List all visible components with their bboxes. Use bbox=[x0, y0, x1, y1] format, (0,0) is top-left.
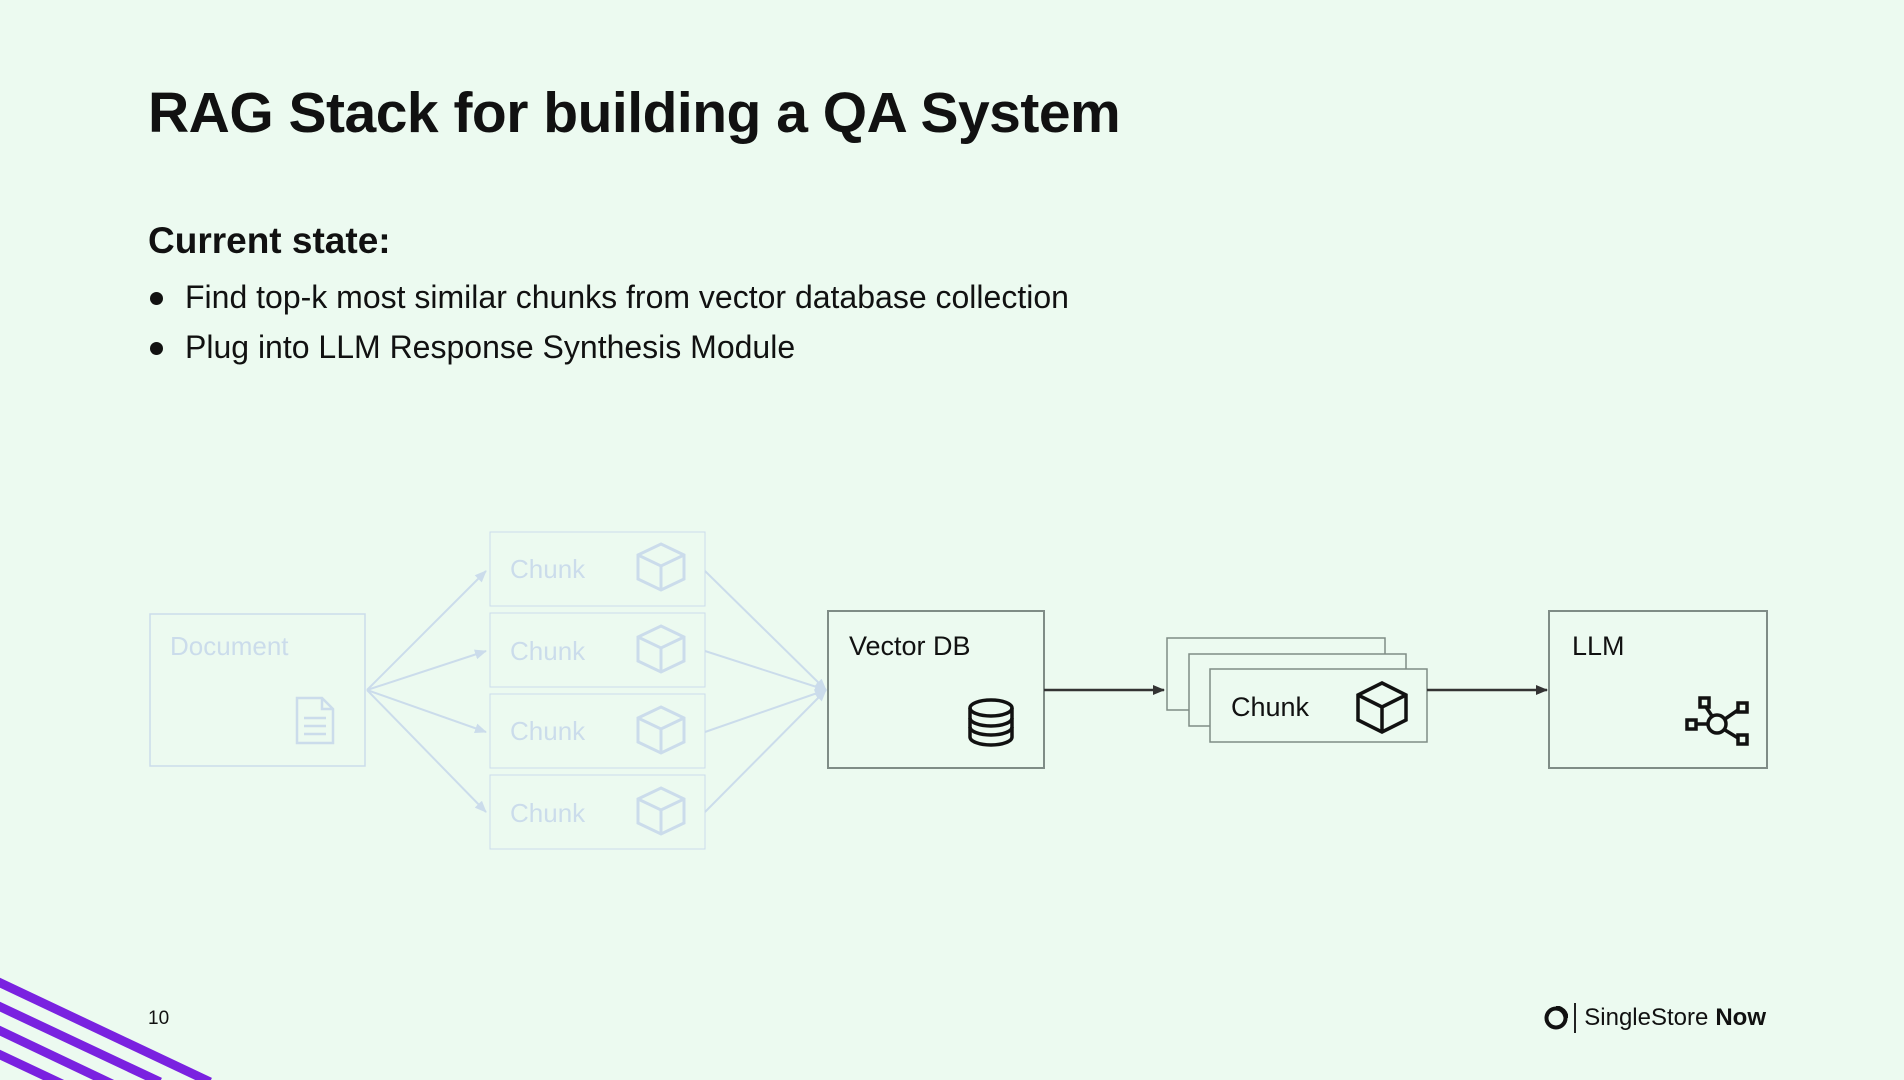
vector-db-node: Vector DB bbox=[827, 610, 1045, 769]
chunk-label: Chunk bbox=[510, 554, 586, 584]
chunk-label: Chunk bbox=[510, 798, 586, 828]
cube-icon bbox=[1356, 681, 1408, 734]
bullet-item: Find top-k most similar chunks from vect… bbox=[148, 272, 1069, 322]
network-icon bbox=[1685, 696, 1749, 746]
chunk-list: Chunk Chunk bbox=[489, 531, 706, 850]
singlestore-logo: SingleStore Now bbox=[1544, 1003, 1766, 1033]
decorative-stripes bbox=[0, 977, 212, 1080]
chunk-arrows bbox=[704, 570, 827, 813]
document-box bbox=[149, 613, 366, 767]
chunk-row: Chunk bbox=[489, 531, 706, 607]
page-number: 10 bbox=[148, 1008, 170, 1029]
chunk-row: Chunk bbox=[489, 612, 706, 688]
retrieved-chunk-stack: Chunk bbox=[1166, 637, 1428, 743]
database-icon bbox=[968, 698, 1014, 747]
cube-icon bbox=[636, 542, 686, 592]
logo-brand-suffix: Now bbox=[1715, 1004, 1766, 1031]
cube-icon bbox=[636, 624, 686, 674]
singlestore-logo-icon bbox=[1544, 1006, 1569, 1030]
section-heading: Current state: bbox=[148, 220, 391, 261]
document-icon bbox=[295, 696, 335, 745]
chunk-label: Chunk bbox=[510, 716, 586, 746]
bullet-list: Find top-k most similar chunks from vect… bbox=[148, 272, 1069, 372]
cube-icon bbox=[636, 786, 686, 836]
document-label: Document bbox=[170, 631, 289, 661]
chunk-row: Chunk bbox=[489, 774, 706, 850]
logo-separator bbox=[1574, 1003, 1577, 1033]
llm-box bbox=[1548, 610, 1768, 769]
document-arrows bbox=[366, 570, 487, 813]
logo-brand: SingleStore bbox=[1584, 1004, 1709, 1031]
stack-card-front bbox=[1209, 668, 1428, 743]
llm-label: LLM bbox=[1572, 631, 1625, 661]
retrieved-chunk-label: Chunk bbox=[1231, 692, 1310, 722]
slide-title: RAG Stack for building a QA System bbox=[148, 81, 1121, 145]
cube-icon bbox=[636, 705, 686, 755]
vector-db-label: Vector DB bbox=[849, 631, 971, 661]
llm-node: LLM bbox=[1548, 610, 1768, 769]
bullet-item: Plug into LLM Response Synthesis Module bbox=[148, 322, 1069, 372]
ingestion-stage: Document Chunk bbox=[149, 531, 827, 850]
chunk-row: Chunk bbox=[489, 693, 706, 769]
chunk-label: Chunk bbox=[510, 636, 586, 666]
